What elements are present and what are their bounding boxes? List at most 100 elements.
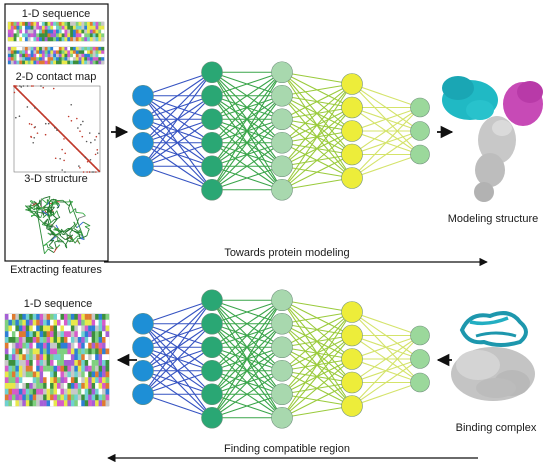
sequence-cell: [87, 50, 91, 54]
sequence-cell: [27, 60, 31, 65]
contact-point: [33, 126, 36, 129]
sequence-cell: [57, 325, 61, 332]
structure-bond: [65, 237, 70, 241]
sequence-cell: [41, 33, 45, 38]
sequence-cell: [67, 383, 72, 389]
sequence-cell: [16, 47, 20, 51]
sequence-cell: [70, 342, 75, 349]
sequence-cell: [18, 314, 23, 320]
sequence-cell: [70, 331, 75, 338]
sequence-cell: [36, 53, 40, 58]
sequence-cell: [95, 354, 99, 361]
contact-point: [89, 159, 92, 161]
sequence-cell: [58, 25, 62, 30]
sequence-cell: [89, 25, 93, 30]
sequence-cell: [24, 37, 28, 42]
sequence-cell: [92, 50, 96, 54]
structure-bond: [63, 228, 71, 234]
sequence-cell: [77, 365, 82, 372]
network-edge: [211, 370, 283, 419]
sequence-cell: [47, 29, 51, 34]
sequence-cell: [84, 348, 89, 355]
sequence-cell: [105, 365, 110, 372]
sequence-cell: [78, 22, 82, 26]
structure-bond: [82, 235, 88, 239]
network-edge: [281, 335, 353, 419]
sequence-cell: [57, 377, 61, 384]
sequence-cell: [67, 319, 72, 326]
structure-bond: [82, 212, 86, 217]
sequence-cell: [27, 53, 31, 58]
sequence-cell: [11, 371, 16, 378]
sequence-cell: [70, 365, 75, 372]
sequence-cell: [10, 57, 14, 61]
sequence-cell: [61, 33, 65, 38]
sequence-cell: [78, 57, 82, 61]
sequence-cell: [8, 33, 12, 38]
network-node: [132, 359, 154, 382]
sequence-cell: [24, 33, 28, 38]
contact-point: [56, 129, 58, 131]
sequence-cell: [50, 29, 54, 34]
sequence-cell: [5, 314, 9, 320]
structure-bond: [53, 232, 58, 237]
sequence-cell: [22, 331, 26, 338]
sequence-cell: [67, 53, 71, 58]
sequence-cell: [11, 354, 16, 361]
sequence-cell: [89, 47, 93, 51]
sequence-cell: [72, 29, 76, 34]
contact-point: [78, 165, 80, 167]
sequence-cell: [11, 348, 16, 355]
sequence-cell: [98, 331, 103, 338]
sequence-cell: [74, 383, 78, 389]
contact-point: [94, 139, 96, 141]
structure-bond: [38, 206, 46, 210]
structure-bond: [29, 203, 32, 210]
network-node: [341, 143, 363, 166]
sequence-cell: [44, 60, 48, 65]
network-edge: [281, 311, 353, 325]
sequence-cell: [61, 25, 65, 30]
contact-point: [26, 85, 29, 87]
contact-point: [52, 87, 55, 90]
sequence-cell: [41, 50, 45, 54]
sequence-cell: [77, 377, 82, 384]
network-edge: [142, 142, 213, 167]
sequence-cell: [18, 388, 23, 395]
sequence-cell: [70, 53, 74, 58]
sequence-cell: [91, 371, 96, 378]
sequence-cell: [88, 314, 92, 320]
network-edge: [211, 299, 283, 419]
sequence-cell: [56, 33, 60, 38]
sequence-cell: [58, 50, 62, 54]
network-edge: [211, 71, 283, 191]
sequence-cell: [57, 354, 61, 361]
sequence-cell: [25, 337, 30, 343]
sequence-cell: [46, 394, 51, 401]
contact-point: [81, 135, 84, 138]
sequence-cell: [60, 377, 65, 384]
sequence-cell: [88, 371, 92, 378]
sequence-cell: [98, 319, 103, 326]
structure-bond: [78, 215, 86, 219]
sequence-cell: [8, 37, 12, 42]
sequence-cell: [19, 22, 23, 26]
sequence-cell: [43, 377, 47, 384]
network-edge: [142, 71, 213, 97]
contact-point: [18, 115, 21, 118]
sequence-cell: [78, 33, 82, 38]
sequence-cell: [39, 53, 43, 58]
sequence-cell: [16, 60, 20, 65]
sequence-cell: [25, 348, 30, 355]
sequence-cell: [41, 22, 45, 26]
sequence-cell: [32, 394, 37, 401]
sequence-cell: [19, 29, 23, 34]
sequence-cell: [36, 377, 40, 384]
sequence-cell: [44, 29, 48, 34]
sequence-cell: [36, 360, 40, 366]
sequence-cell: [63, 383, 68, 389]
structure-bond: [44, 222, 48, 225]
sequence-cell: [50, 50, 54, 54]
sequence-cell: [98, 394, 103, 401]
sequence-cell: [25, 354, 30, 361]
